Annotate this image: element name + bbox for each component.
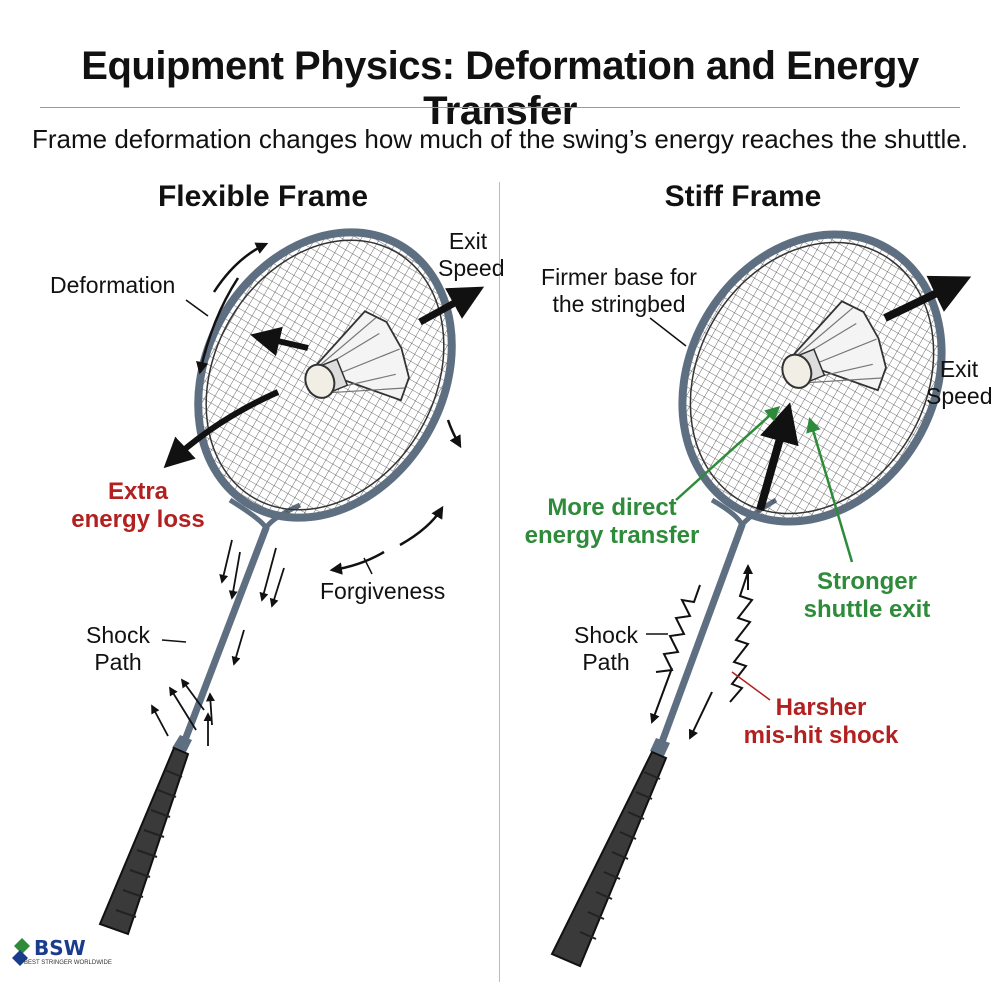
logo-subtext: BEST STRINGER WORLDWIDE [24, 960, 112, 966]
bsw-logo-mark [12, 938, 30, 966]
flexible-frame-title: Flexible Frame [157, 180, 369, 213]
label-left-exit-speed: Exit Speed [438, 228, 505, 281]
label-left-shock-path: Shock Path [86, 622, 150, 675]
stiff-racket [550, 230, 972, 968]
label-firmer-base: Firmer base for the stringbed [541, 264, 697, 317]
title-rule [40, 107, 960, 108]
label-forgiveness: Forgiveness [320, 578, 446, 604]
label-more-direct-transfer: More direct energy transfer [524, 494, 700, 549]
label-right-exit-speed: Exit Speed [926, 356, 993, 409]
page-title: Equipment Physics: Deformation and Energ… [81, 44, 919, 133]
label-extra-energy-loss: Extra energy loss [71, 478, 205, 533]
bsw-logo: BSW BEST STRINGER WORLDWIDE [10, 936, 112, 984]
stiff-frame-title: Stiff Frame [664, 180, 822, 213]
logo-text: BSW [34, 936, 86, 960]
label-harsher-mis-hit-shock: Harsher mis-hit shock [743, 694, 899, 749]
flexible-racket [98, 228, 485, 936]
page-subtitle: Frame deformation changes how much of th… [31, 124, 969, 154]
label-stronger-shuttle-exit: Stronger shuttle exit [803, 568, 931, 623]
panel-divider [499, 182, 500, 982]
label-deformation: Deformation [50, 272, 176, 298]
label-right-shock-path: Shock Path [574, 622, 638, 675]
